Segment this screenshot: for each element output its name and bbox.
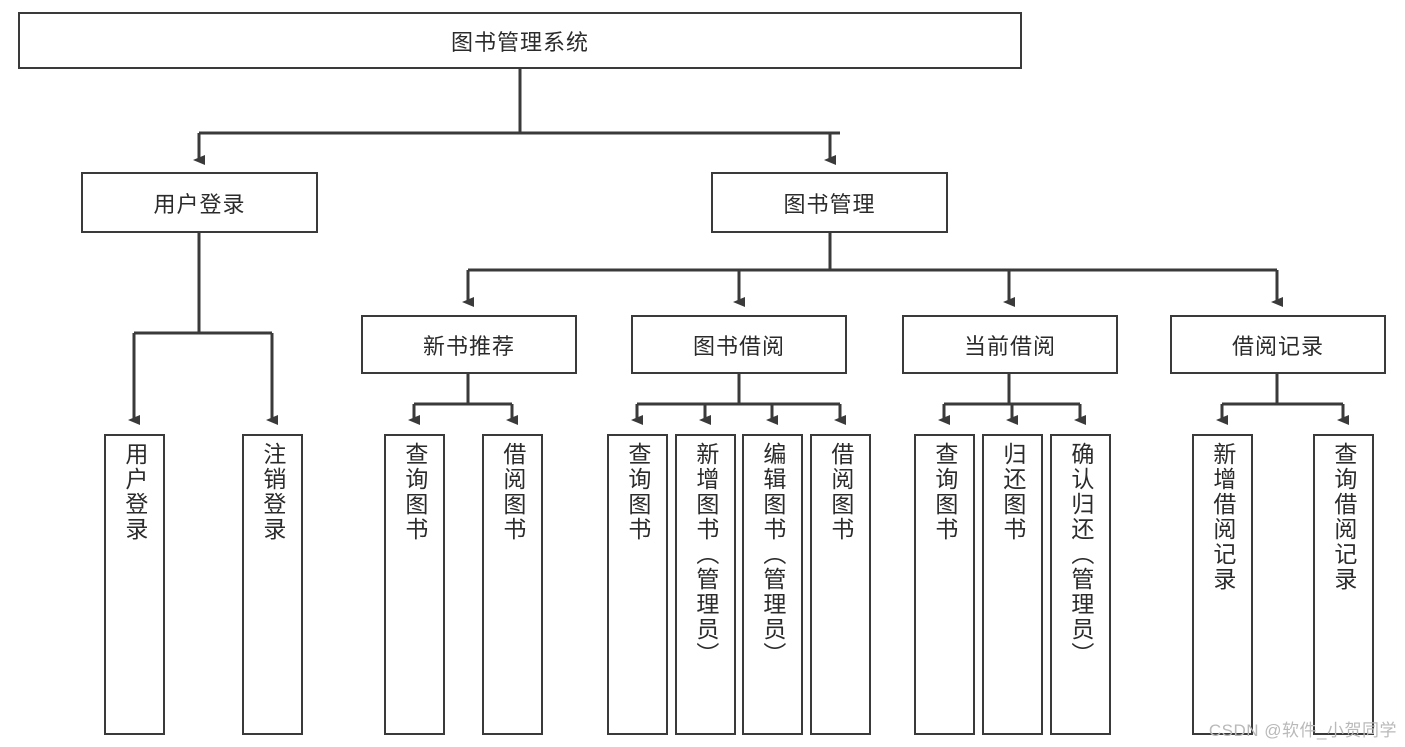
leaf-label: 归还图书 (999, 442, 1026, 542)
leaf-query-book-recommend[interactable]: 查询图书 (384, 434, 445, 735)
leaf-label: 编辑图书（管理员） (759, 442, 786, 667)
leaf-borrow-book-recommend[interactable]: 借阅图书 (482, 434, 543, 735)
leaf-edit-book-admin[interactable]: 编辑图书（管理员） (742, 434, 803, 735)
leaf-logout[interactable]: 注销登录 (242, 434, 303, 735)
leaf-query-borrow-record[interactable]: 查询借阅记录 (1313, 434, 1374, 735)
leaf-query-book-current[interactable]: 查询图书 (914, 434, 975, 735)
leaf-label: 查询图书 (401, 442, 428, 542)
node-book-borrow[interactable]: 图书借阅 (631, 315, 847, 374)
watermark-text: CSDN @软件_小贺同学 (1208, 721, 1397, 740)
node-borrow-record[interactable]: 借阅记录 (1170, 315, 1386, 374)
node-label: 用户登录 (153, 191, 246, 217)
leaf-query-book-borrow[interactable]: 查询图书 (607, 434, 668, 735)
leaf-borrow-book[interactable]: 借阅图书 (810, 434, 871, 735)
leaf-label: 用户登录 (121, 442, 148, 542)
leaf-label: 借阅图书 (499, 442, 526, 542)
leaf-confirm-return-admin[interactable]: 确认归还（管理员） (1050, 434, 1111, 735)
node-label: 图书管理 (783, 191, 876, 217)
leaf-add-book-admin[interactable]: 新增图书（管理员） (675, 434, 736, 735)
leaf-add-borrow-record[interactable]: 新增借阅记录 (1192, 434, 1253, 735)
node-label: 图书管理系统 (450, 29, 589, 55)
node-book-management-group[interactable]: 图书管理 (711, 172, 948, 233)
leaf-return-book[interactable]: 归还图书 (982, 434, 1043, 735)
leaf-label: 新增借阅记录 (1209, 442, 1236, 592)
leaf-label: 查询借阅记录 (1330, 442, 1357, 592)
node-user-login-group[interactable]: 用户登录 (81, 172, 318, 233)
leaf-label: 确认归还（管理员） (1067, 442, 1094, 667)
node-label: 借阅记录 (1231, 333, 1324, 359)
node-root-system[interactable]: 图书管理系统 (18, 12, 1022, 69)
leaf-label: 注销登录 (259, 442, 286, 542)
leaf-label: 借阅图书 (827, 442, 854, 542)
node-new-book-recommend[interactable]: 新书推荐 (361, 315, 577, 374)
leaf-label: 查询图书 (931, 442, 958, 542)
leaf-label: 新增图书（管理员） (692, 442, 719, 667)
node-label: 新书推荐 (422, 333, 515, 359)
leaf-user-login[interactable]: 用户登录 (104, 434, 165, 735)
node-label: 图书借阅 (692, 333, 785, 359)
node-current-borrow[interactable]: 当前借阅 (902, 315, 1118, 374)
node-label: 当前借阅 (963, 333, 1056, 359)
leaf-label: 查询图书 (624, 442, 651, 542)
